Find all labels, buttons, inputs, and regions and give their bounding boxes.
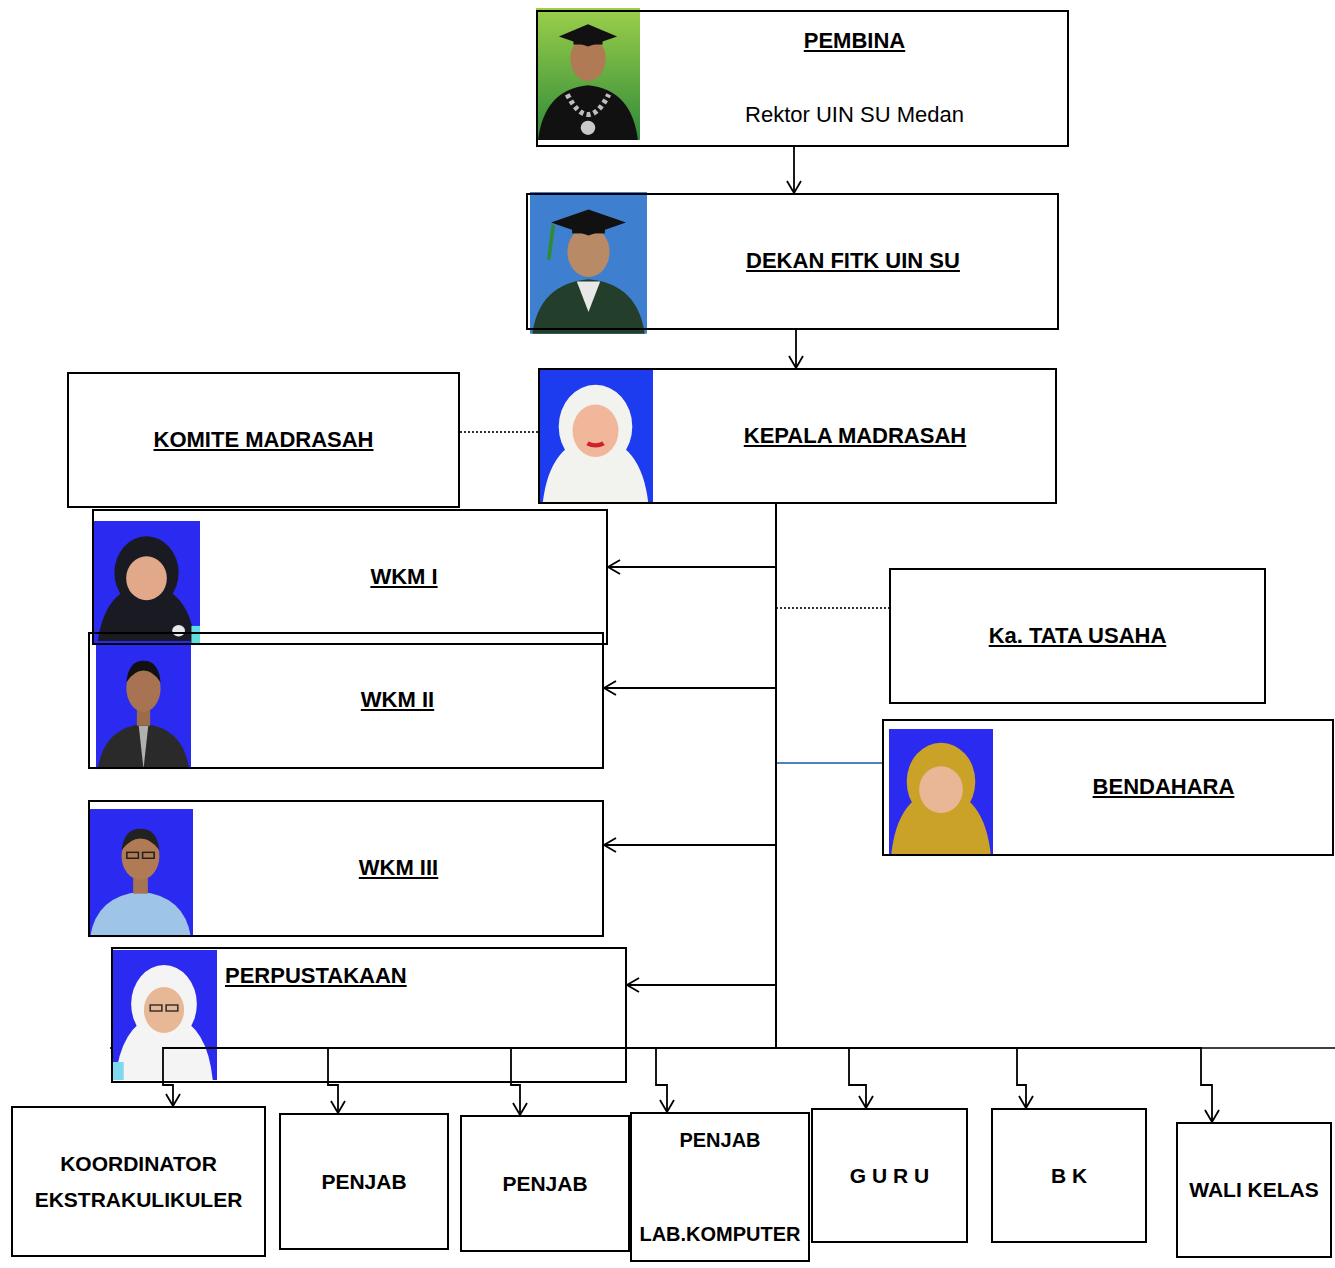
- connector: [776, 504, 1026, 1108]
- org-box: KOORDINATOR EKSTRAKULIKULER: [11, 1106, 266, 1257]
- org-box: WALI KELAS: [1176, 1122, 1332, 1258]
- connector: [656, 504, 776, 1112]
- connector: [776, 504, 866, 1108]
- org-box: WKM II: [88, 632, 604, 769]
- box-label: WKM I: [364, 562, 443, 593]
- org-box: PENJAB LAB.KOMPUTER: [630, 1112, 810, 1262]
- portrait-photo: [96, 641, 191, 769]
- box-label: LAB.KOMPUTER: [633, 1220, 806, 1248]
- org-box: B K: [991, 1108, 1147, 1243]
- box-label: KEPALA MADRASAH: [738, 421, 972, 452]
- connector: [776, 504, 882, 763]
- portrait-photo: [536, 8, 640, 140]
- org-box: PENJAB: [279, 1113, 449, 1250]
- connector: [604, 504, 776, 688]
- connector: [776, 504, 889, 608]
- box-label: B K: [1045, 1161, 1093, 1190]
- org-box: WKM III: [88, 800, 604, 937]
- box-label: KOORDINATOR EKSTRAKULIKULER: [13, 1146, 264, 1217]
- box-label: WKM III: [353, 853, 444, 884]
- box-label: PENJAB: [496, 1169, 593, 1198]
- portrait-photo: [111, 950, 217, 1080]
- connector: [163, 504, 776, 1106]
- org-box: WKM I: [92, 509, 608, 645]
- connector: [608, 504, 776, 567]
- connector: [511, 504, 776, 1115]
- portrait-photo: [93, 521, 200, 645]
- box-label: PEMBINA: [798, 26, 911, 57]
- box-label: Rektor UIN SU Medan: [739, 100, 970, 131]
- org-box: DEKAN FITK UIN SU: [526, 193, 1059, 330]
- org-box: PERPUSTAKAAN: [111, 947, 627, 1083]
- portrait-photo: [889, 729, 993, 856]
- connector: [604, 504, 776, 845]
- box-label: Ka. TATA USAHA: [983, 621, 1173, 652]
- connector: [776, 504, 1212, 1122]
- box-label: KOMITE MADRASAH: [148, 425, 380, 456]
- connector: [795, 330, 797, 368]
- org-box: KOMITE MADRASAH: [67, 372, 460, 508]
- box-label: WKM II: [355, 685, 440, 716]
- box-label: G U R U: [844, 1161, 935, 1190]
- portrait-photo: [88, 809, 193, 937]
- org-box: PENJAB: [460, 1115, 630, 1252]
- org-box: KEPALA MADRASAH: [538, 368, 1057, 504]
- box-label: WALI KELAS: [1183, 1175, 1325, 1204]
- portrait-photo: [538, 368, 653, 504]
- connector: [460, 431, 538, 433]
- connector: [627, 504, 776, 985]
- org-box: Ka. TATA USAHA: [889, 568, 1266, 704]
- org-box: BENDAHARA: [882, 719, 1334, 856]
- portrait-photo: [530, 192, 647, 334]
- org-box: G U R U: [811, 1108, 968, 1243]
- connector: [328, 504, 776, 1113]
- org-box: PEMBINA Rektor UIN SU Medan: [536, 10, 1069, 147]
- box-label: DEKAN FITK UIN SU: [740, 246, 966, 277]
- connector: [793, 147, 795, 193]
- box-label: PENJAB: [673, 1126, 766, 1154]
- box-label: PENJAB: [315, 1167, 412, 1196]
- box-label: PERPUSTAKAAN: [219, 961, 413, 992]
- box-label: BENDAHARA: [1087, 772, 1241, 803]
